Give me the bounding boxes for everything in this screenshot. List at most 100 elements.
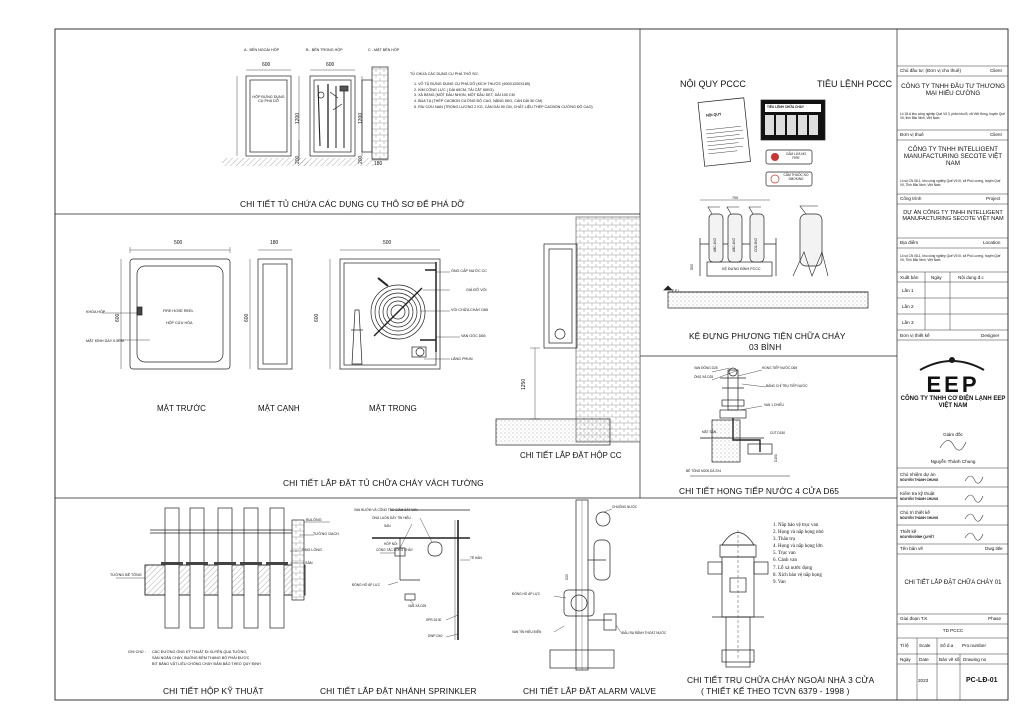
tb-scale-label: Tỉ lệ xyxy=(900,643,909,648)
dim-base-a: 200 xyxy=(295,155,301,164)
alarm-valve-drawing xyxy=(549,499,623,671)
tb-director-label: Giám đốc xyxy=(943,432,963,437)
eep-logo-mark xyxy=(919,357,985,371)
dim-width-b: 600 xyxy=(326,62,335,68)
tb-dwgno-label: Bản vẽ số xyxy=(939,657,960,662)
tb-pro-label: Số d.a xyxy=(940,643,954,648)
floor-level-label: F.F.L xyxy=(672,289,680,293)
caption-sprinkler: CHI TIẾT LẮP ĐẶT NHÁNH SPRINKLER xyxy=(320,686,477,696)
tb-date-label: Ngày xyxy=(900,657,911,662)
caption-install-box: CHI TIẾT LẮP ĐẶT HỘP CC xyxy=(520,451,622,460)
tb-rev-header-content: Nội dung đ.c xyxy=(958,275,984,280)
tb-name-1: NGUYỄN THÀNH CHUNG xyxy=(900,478,939,482)
hydrant-part: 3. Thân trụ xyxy=(773,537,795,543)
hydrant-part: 1. Nắp bảo vệ trục van xyxy=(773,523,819,528)
title-block-lines xyxy=(897,65,1008,700)
hose-cabinet-drawing xyxy=(102,216,641,446)
tb-name-3: NGUYỄN THÀNH CHUNG xyxy=(900,516,939,520)
tool-list-title: TỦ CHỨA CÁC DỤNG CỤ PHÁ THÔ SƠ: xyxy=(410,72,479,76)
spr-label-spr-d100: SPR-D100 xyxy=(426,618,442,622)
sheet-border xyxy=(54,28,1009,701)
sign-no-fire: CẤM LỬA NO FIRE xyxy=(785,152,807,160)
tb-drawing-number: PC-LĐ-01 xyxy=(966,677,998,684)
inner-label-hose-rack: GIÁ ĐỠ VÒI xyxy=(466,288,487,292)
inner-label-nozzle: LĂNG PHUN xyxy=(451,357,473,361)
sign-no-smoking: CẤM THUỐC NO SMOKING xyxy=(783,173,809,181)
inlet-label-ground: MẶT SÂN xyxy=(702,430,717,434)
inlet-label-concrete: BÊ TÔNG M200,DÀ 2X4 xyxy=(686,469,722,473)
hydrant-part: 9. Van xyxy=(773,579,786,585)
hydrant-part: 7. Lỗ xả nước đọng xyxy=(773,565,813,571)
caption-rack-line2: 03 BÌNH xyxy=(749,342,782,352)
tb-pro-value: Pro.number xyxy=(962,643,987,648)
tb-rev-row-1: Lần 1 xyxy=(902,288,914,293)
shaft-label-brick-wall: TƯỜNG GẠCH xyxy=(313,532,339,536)
alarm-label-signal-valve: VAN TÍN HIỆU ĐIỆN xyxy=(512,630,542,634)
tb-client-name: CÔNG TY TNHH ĐẦU TƯ THƯƠNG MẠI HIẾU CƯỜN… xyxy=(901,83,1005,97)
tb-project-name: DỰ ÁN CÔNG TY TNHH INTELLIGENT MANUFACTU… xyxy=(902,210,1004,223)
shaft-label-sleeve: ỐNG LỒNG xyxy=(302,548,322,552)
tb-role-4: Thiết kế xyxy=(900,529,917,534)
inlet-label-sign: BẢNG CHỈ TRỤ TIẾP NƯỚC xyxy=(766,384,808,388)
view-inner: MẶT TRONG xyxy=(369,404,417,413)
tb-drawing-label-en: Dwg.title xyxy=(985,546,1003,551)
tb-drawing-label: Tên bản vẽ xyxy=(900,546,923,551)
spr-label-flow-switch: CÔNG TẮC DÒNG CHẢY xyxy=(376,548,413,552)
tb-client-address: Lô 18-A khu công nghiệp Quế Võ 3, phân k… xyxy=(900,112,1005,120)
tb-tenant-address: Lô số CN 08-1, khu công nghiệp Quế Võ II… xyxy=(900,179,1001,187)
dim-front-width: 500 xyxy=(174,240,183,246)
spr-label-tee: TÊ HÀN xyxy=(470,556,482,560)
tb-client-label-en: Client xyxy=(990,68,1002,73)
tb-name-2: NGUYỄN THÀNH CHUNG xyxy=(900,497,939,501)
tb-rev-header-date: Ngày xyxy=(931,275,942,280)
dim-width-a: 600 xyxy=(262,62,271,68)
tb-phase-label: Giai đoạn T.K xyxy=(900,616,928,621)
ext-label-1: ABC-4KG xyxy=(713,238,717,252)
outdoor-hydrant-drawing xyxy=(707,530,769,668)
inlet-label-check-valve: VAN 1 CHIỀU xyxy=(764,403,784,407)
hydrant-part: 2. Họng và nắp họng nhỏ xyxy=(773,530,824,536)
shaft-label-concrete-wall: TƯỜNG BÊ TÔNG xyxy=(110,573,142,577)
rules-and-rack-drawing xyxy=(663,97,869,309)
tool-list-item: 1. VỎ TỦ ĐỰNG DỤNG CỤ PHÁ DỠ (KÍCH THƯỚC… xyxy=(414,82,531,86)
dim-inner-width: 500 xyxy=(383,240,392,246)
signature-scribbles xyxy=(939,440,984,541)
note-title: GHI CHÚ : xyxy=(128,650,146,654)
title-rules: NỘI QUY PCCC xyxy=(680,79,746,89)
caption-fire-inlet: CHI TIẾT HỌNG TIẾP NƯỚC 4 CỬA D65 xyxy=(679,486,840,496)
caption-rack-line1: KỆ ĐỰNG PHƯƠNG TIỆN CHỮA CHÁY xyxy=(689,331,846,341)
tb-role-2: Kiểm tra kỹ thuật xyxy=(900,491,935,496)
inlet-label-valve-d25: VAN ĐÓNG D25 xyxy=(694,366,718,370)
spr-label-dwp-d40: DWP-D40 xyxy=(428,634,443,638)
dim-rack-height: 500 xyxy=(690,263,694,270)
technical-shaft-drawing xyxy=(116,507,330,629)
tb-designer-label-en: Designer xyxy=(981,333,1000,338)
dim-side-width: 180 xyxy=(270,240,279,246)
cabinet-door-label: HỘP ĐỰNG DỤNG CỤ PHÁ DỠ xyxy=(252,95,285,104)
tb-tenant-name: CÔNG TY TNHH INTELLIGENT MANUFACTURING S… xyxy=(903,146,1003,167)
inlet-label-d150: D150 xyxy=(774,454,778,462)
caption-alarm-valve: CHI TIẾT LẮP ĐẶT ALARM VALVE xyxy=(523,686,657,696)
view-label-inside: B - BÊN TRONG HỘP xyxy=(306,48,343,52)
hydrant-part: 6. Cánh van xyxy=(773,558,798,564)
alarm-label-gauge: ĐỒNG HỒ ÁP LỰC xyxy=(512,592,540,596)
tb-scale-value: Scale xyxy=(919,643,931,648)
dim-install-height: 1250 xyxy=(521,378,527,390)
caption-demolition-cabinet: CHI TIẾT TỦ CHỨA CÁC DỤNG CỤ THÔ SƠ ĐỂ P… xyxy=(240,199,465,209)
tb-role-1: Chủ nhiệm dự án xyxy=(900,472,936,477)
alarm-label-d25: D25 xyxy=(565,574,569,580)
tb-location-label-en: Location xyxy=(983,240,1001,245)
tool-list-item: 5. RÌU CỨU NẠN (TRỌNG LƯỢNG 2 KG, CÁN DÀ… xyxy=(414,104,593,109)
tb-phase-label-en: Phase xyxy=(988,616,1002,621)
front-text-hose-reel: FIRE HOSE REEL xyxy=(163,309,194,313)
hydrant-part: 4. Họng và nắp họng lớn xyxy=(773,544,823,550)
note-line-1: CÁC ĐƯỜNG ỐNG KỸ THUẬT ĐI XUYÊN QUA TƯỜN… xyxy=(152,650,248,654)
dim-height-a: 1200 xyxy=(295,112,301,124)
tool-list-item: 2. KÌM CỘNG LỰC ( DÀI 60CM, TẢI CẮT 60KG… xyxy=(414,87,494,92)
tb-drawing-title: CHI TIẾT LẮP ĐẶT CHỮA CHÁY 01 xyxy=(904,580,1002,586)
fire-inlet-drawing xyxy=(690,367,790,477)
hydrant-part: 8. Xích bảo vệ nắp họng xyxy=(773,572,822,578)
ext-label-2: ABC-4KG xyxy=(732,238,736,252)
tb-phase-value: TD PCCC xyxy=(942,628,964,633)
